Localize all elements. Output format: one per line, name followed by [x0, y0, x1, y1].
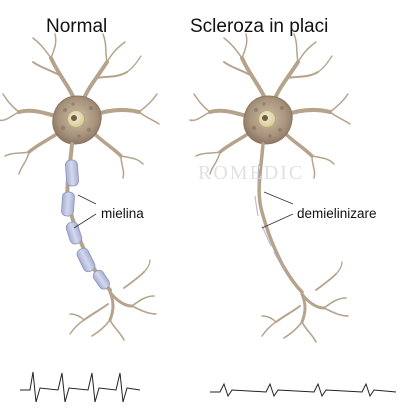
demyelination-pointer: [261, 191, 294, 229]
normal-axon-terminal: [68, 258, 158, 342]
normal-soma: [0, 32, 161, 180]
myelin-pointer: [73, 194, 97, 229]
watermark-logo: ROMEDIC: [198, 162, 305, 184]
label-demyelination: demielinizare: [297, 206, 377, 221]
normal-signal-trace: [20, 371, 141, 403]
ms-axon-terminal: [260, 260, 350, 344]
ms-neuron: [188, 32, 352, 344]
normal-neuron: [0, 32, 161, 342]
title-multiple-sclerosis: Scleroza in placi: [190, 16, 329, 37]
label-myelin: mielina: [101, 206, 144, 221]
title-normal: Normal: [46, 16, 108, 37]
myelin-sheaths: [61, 159, 111, 290]
ms-signal-trace: [210, 382, 397, 398]
ms-soma: [188, 32, 352, 180]
ms-axon: [257, 142, 304, 294]
demyelinated-sheaths: [254, 163, 286, 271]
